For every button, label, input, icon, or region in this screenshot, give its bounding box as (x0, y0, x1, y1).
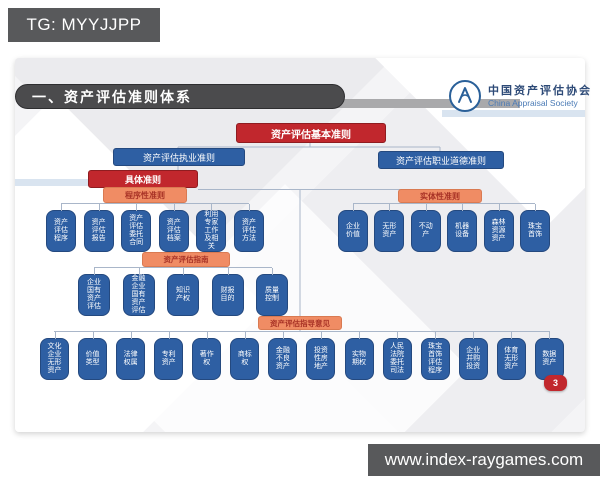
site-watermark-text: www.index-raygames.com (384, 450, 584, 469)
chart-node: 知识产权 (167, 268, 199, 316)
node-guide-header-label: 资产评估指南 (163, 255, 209, 264)
chart-node: 实物期权 (344, 332, 374, 380)
chart-node: 著作权 (192, 332, 222, 380)
blue-accent-strip (442, 110, 585, 117)
page-number-badge: 3 (544, 375, 567, 391)
chart-node-label: 无形资产 (382, 222, 397, 238)
chart-node-label: 森林资源资产 (491, 218, 506, 243)
chart-node: 资产评估程序 (46, 204, 76, 252)
chart-node: 价值类型 (78, 332, 108, 380)
node-concrete-standard-label: 具体准则 (124, 174, 161, 185)
chart-node: 珠宝首饰 (519, 204, 550, 252)
chart-node: 机器设备 (447, 204, 478, 252)
slide-title: 一、资产评估准则体系 (15, 84, 345, 109)
chart-node: 利用专家工作及相关 (196, 204, 227, 252)
chart-node: 财报目的 (211, 268, 244, 316)
node-ethics-standard-label: 资产评估职业道德准则 (395, 155, 486, 166)
chart-node-label: 资产评估程序 (54, 218, 68, 243)
tg-watermark-text: TG: MYYJJPP (26, 15, 142, 34)
node-substantive-header: 实体性准则 (398, 189, 482, 203)
chart-node: 资产评估委托合同 (121, 204, 152, 252)
site-watermark-banner: www.index-raygames.com (368, 444, 600, 476)
node-practice-standard-label: 资产评估执业准则 (142, 152, 215, 163)
cas-logo: 中国资产评估协会 China Appraisal Society (448, 79, 592, 113)
chart-node: 人民法院委托司法 (382, 332, 412, 380)
chart-node: 金融不良资产 (268, 332, 298, 380)
org-name-en: China Appraisal Society (488, 97, 578, 108)
chart-node-label: 专利资产 (161, 350, 176, 366)
chart-node-label: 资产评估档案 (166, 218, 181, 243)
chart-node-label: 金融不良资产 (275, 346, 290, 371)
chart-node-label: 投资性房地产 (313, 346, 328, 371)
substantive-items-row: 企业价值 无形资产 不动产 机器设备 森林资源资产 珠宝首饰 (338, 204, 550, 252)
node-basic-standard: 资产评估基本准则 (236, 123, 386, 143)
chart-node-label: 企业国有资产评估 (87, 278, 101, 311)
chart-node: 质量控制 (256, 268, 288, 316)
chart-node: 文化企业无形资产 (40, 332, 69, 380)
chart-node: 企业国有资产评估 (78, 268, 110, 316)
node-guidance-header: 资产评估指导意见 (258, 316, 342, 330)
chart-node: 资产评估档案 (158, 204, 189, 252)
chart-node: 金融企业国有资产评估 (122, 268, 155, 316)
node-procedural-header: 程序性准则 (103, 187, 187, 203)
chart-node: 不动产 (410, 204, 441, 252)
node-practice-standard: 资产评估执业准则 (113, 148, 245, 166)
procedural-items-row: 资产评估程序 资产评估报告 资产评估委托合同 资产评估档案 利用专家工作及相关 资产评估方… (46, 204, 264, 252)
chart-node-label: 金融企业国有资产评估 (131, 274, 146, 315)
node-procedural-header-label: 程序性准则 (125, 190, 165, 200)
chart-node-label: 利用专家工作及相关 (204, 210, 219, 251)
chart-node: 专利资产 (154, 332, 184, 380)
chart-node: 资产评估方法 (233, 204, 264, 252)
org-name-cn: 中国资产评估协会 (488, 84, 592, 97)
chart-node-label: 人民法院委托司法 (390, 342, 405, 375)
chart-node: 投资性房地产 (306, 332, 336, 380)
chart-node-label: 质量控制 (265, 286, 279, 302)
page-number-text: 3 (552, 378, 558, 388)
chart-node: 珠宝首饰评估程序 (420, 332, 450, 380)
chart-node-label: 企业价值 (346, 222, 360, 238)
tg-watermark-banner: TG: MYYJJPP (8, 8, 160, 42)
chart-node: 森林资源资产 (483, 204, 514, 252)
chart-node-label: 商标权 (237, 350, 252, 366)
chart-node-label: 资产评估委托合同 (129, 214, 144, 247)
node-basic-standard-label: 资产评估基本准则 (271, 129, 351, 141)
chart-node-label: 资产评估报告 (91, 218, 106, 243)
chart-node-label: 实物期权 (352, 350, 366, 366)
chart-node-label: 企业并购投资 (466, 346, 481, 371)
chart-node: 商标权 (230, 332, 260, 380)
chart-node-label: 财报目的 (220, 286, 235, 302)
chart-node-label: 不动产 (418, 222, 433, 238)
node-guide-header: 资产评估指南 (142, 252, 230, 267)
title-shadow-bar (250, 99, 520, 108)
chart-node-label: 资产评估方法 (241, 218, 256, 243)
chart-node: 法律权属 (116, 332, 146, 380)
chart-node: 无形资产 (374, 204, 405, 252)
chart-node-label: 法律权属 (123, 350, 138, 366)
chart-node-label: 文化企业无形资产 (47, 342, 62, 375)
node-concrete-standard: 具体准则 (88, 170, 198, 188)
chart-node-label: 体育无形资产 (504, 346, 519, 371)
chart-node: 企业并购投资 (458, 332, 488, 380)
chart-node: 数据资产 (534, 332, 564, 380)
chart-node: 企业价值 (338, 204, 368, 252)
chart-node-label: 著作权 (199, 350, 214, 366)
guidance-items-row: 文化企业无形资产 价值类型 法律权属 专利资产 著作权 商标权 金融不良资产 投资性房地产 实物… (40, 332, 564, 380)
chart-node: 资产评估报告 (83, 204, 114, 252)
chart-node-label: 机器设备 (455, 222, 470, 238)
cas-logo-icon (449, 80, 481, 112)
node-ethics-standard: 资产评估职业道德准则 (378, 151, 504, 169)
slide-title-text: 一、资产评估准则体系 (32, 88, 192, 105)
chart-node-label: 珠宝首饰 (527, 222, 542, 238)
chart-node-label: 价值类型 (85, 350, 100, 366)
chart-node: 体育无形资产 (496, 332, 526, 380)
node-guidance-header-label: 资产评估指导意见 (270, 318, 330, 328)
chart-node-label: 数据资产 (542, 350, 557, 366)
guide-items-row: 企业国有资产评估 金融企业国有资产评估 知识产权 财报目的 质量控制 (78, 268, 288, 316)
blue-accent-strip (15, 179, 107, 186)
chart-node-label: 知识产权 (176, 286, 190, 302)
node-substantive-header-label: 实体性准则 (420, 191, 460, 201)
chart-node-label: 珠宝首饰评估程序 (428, 342, 443, 375)
